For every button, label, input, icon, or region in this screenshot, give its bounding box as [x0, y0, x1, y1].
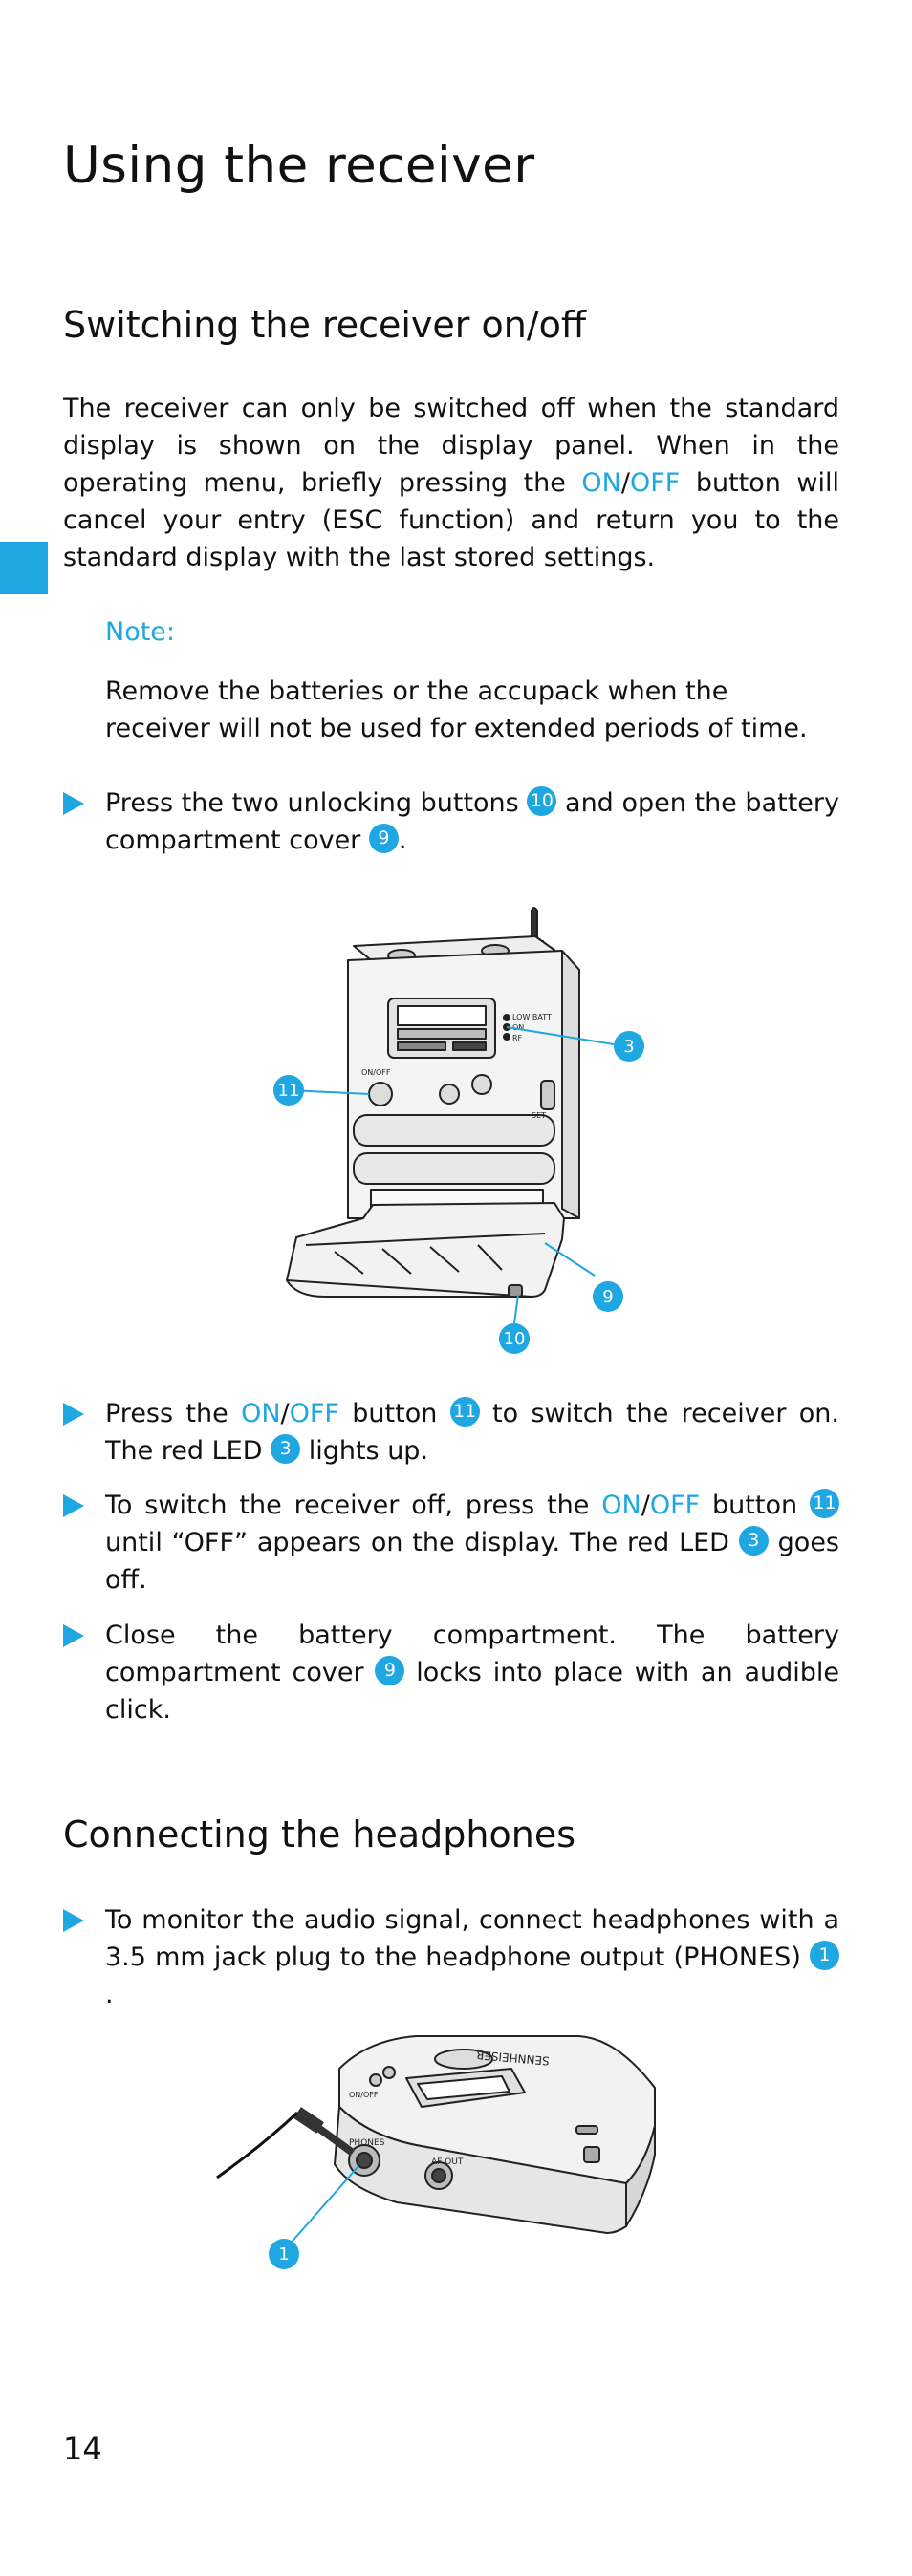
step-text: To monitor the audio signal, connect hea… — [105, 1905, 839, 1972]
receiver-open-battery-figure: LOW BATT ON RF ON/OFF SET 3 11 9 10 — [273, 907, 644, 1354]
callout-11: 11 — [278, 1081, 300, 1101]
callout-9: 9 — [602, 1287, 613, 1307]
afout-label: AF OUT — [431, 2157, 464, 2167]
step-text: button — [338, 1399, 450, 1428]
intro-text-pre: The receiver can only be switched off wh… — [63, 394, 839, 498]
slash: / — [280, 1399, 290, 1428]
section-marker-tab — [0, 542, 48, 594]
callout-badge: 1 — [810, 1941, 839, 1970]
step-arrow-icon — [63, 1494, 84, 1517]
step-arrow-icon — [63, 1403, 84, 1426]
slash: / — [641, 1491, 650, 1520]
step-text: button — [700, 1491, 810, 1520]
step-text: . — [398, 826, 407, 855]
callout-badge: 9 — [375, 1656, 405, 1685]
off-label: OFF — [649, 1491, 701, 1520]
step-text: until “OFF” appears on the display. The … — [105, 1528, 739, 1557]
rf-label: RF — [512, 1034, 523, 1042]
step-text: goes off. — [105, 1528, 839, 1595]
intro-text-post: button will cancel your entry (ESC funct… — [63, 468, 839, 572]
step-text: and open the battery compartment cover — [105, 788, 839, 855]
receiver-headphones-figure: SENNHEISER PHONES AF OUT ON/OFF 1 — [216, 2035, 656, 2269]
callout-3: 3 — [623, 1037, 634, 1057]
led-on-label: ON — [512, 1023, 524, 1032]
step-arrow-icon — [63, 1624, 84, 1647]
onoff-device-label: ON/OFF — [361, 1068, 391, 1077]
step-text: lights up. — [300, 1436, 429, 1466]
callout-badge: 11 — [809, 1489, 839, 1518]
step-text: . — [105, 1980, 114, 2009]
step-text: Press the two unlocking buttons — [105, 788, 528, 818]
callout-1: 1 — [278, 2244, 289, 2265]
instruction-step: Press the two unlocking buttons 10 and o… — [63, 784, 839, 859]
on-label: ON — [601, 1491, 641, 1520]
phones-label: PHONES — [349, 2138, 385, 2148]
page-title: Using the receiver — [63, 137, 535, 195]
intro-paragraph: The receiver can only be switched off wh… — [63, 390, 839, 576]
off-label: OFF — [629, 468, 681, 498]
callout-10: 10 — [504, 1329, 526, 1349]
callout-badge: 3 — [738, 1526, 769, 1556]
instruction-step: To switch the receiver off, press the ON… — [63, 1487, 839, 1599]
set-device-label: SET — [532, 1111, 546, 1120]
page-number: 14 — [63, 2431, 102, 2467]
callout-badge: 11 — [449, 1397, 480, 1427]
on-label: ON — [241, 1399, 281, 1428]
lowbatt-label: LOW BATT — [512, 1013, 552, 1021]
step-text: to switch the receiver on. The red LED — [105, 1399, 839, 1466]
step-arrow-icon — [63, 1909, 84, 1932]
off-label: OFF — [289, 1399, 339, 1428]
section-heading-headphones: Connecting the headphones — [63, 1814, 575, 1856]
callout-badge: 10 — [527, 786, 557, 816]
brand-label: SENNHEISER — [475, 2048, 550, 2068]
onoff-device-label: ON/OFF — [349, 2091, 379, 2099]
step-text: Close the battery compartment. The batte… — [105, 1621, 839, 1687]
instruction-step: Press the ON/OFF button 11 to switch the… — [63, 1395, 839, 1470]
step-text: locks into place with an audible click. — [105, 1658, 839, 1725]
step-text: Press the — [105, 1399, 242, 1428]
callout-badge: 9 — [368, 824, 399, 853]
callout-badge: 3 — [271, 1434, 301, 1464]
on-label: ON — [581, 468, 621, 498]
instruction-step: Close the battery compartment. The batte… — [63, 1617, 839, 1728]
section-heading-switching: Switching the receiver on/off — [63, 304, 587, 346]
slash: / — [620, 468, 630, 498]
step-text: To switch the receiver off, press the — [105, 1491, 602, 1520]
instruction-step: To monitor the audio signal, connect hea… — [63, 1901, 839, 2013]
note-text: Remove the batteries or the accupack whe… — [105, 676, 808, 743]
note-label: Note: — [105, 617, 176, 647]
step-arrow-icon — [63, 792, 84, 815]
